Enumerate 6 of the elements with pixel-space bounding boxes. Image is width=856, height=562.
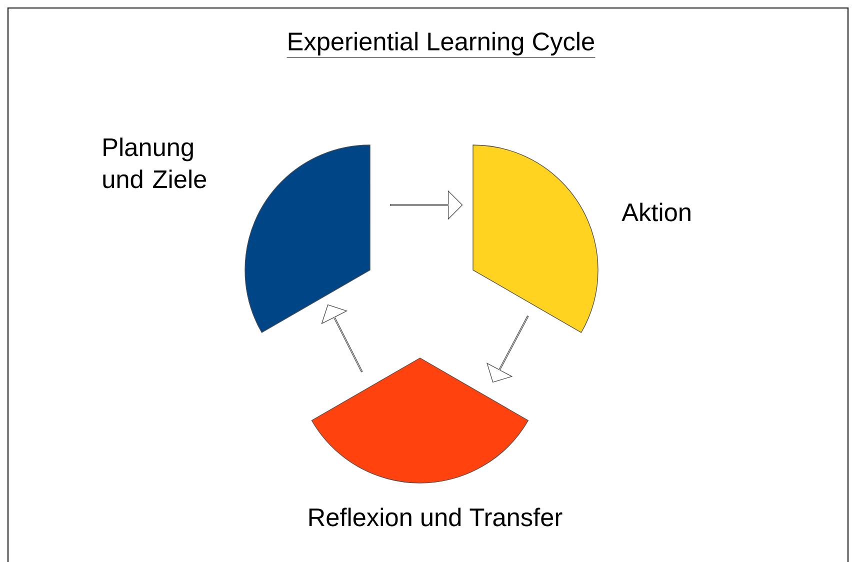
block-arrow — [486, 316, 529, 383]
title: Experiential Learning Cycle — [286, 32, 596, 58]
node-label: Planung und Ziele — [103, 138, 206, 188]
node-label: Reflexion und Transfer — [309, 508, 562, 526]
block-arrow — [321, 304, 363, 372]
node-label: Aktion — [622, 202, 690, 222]
